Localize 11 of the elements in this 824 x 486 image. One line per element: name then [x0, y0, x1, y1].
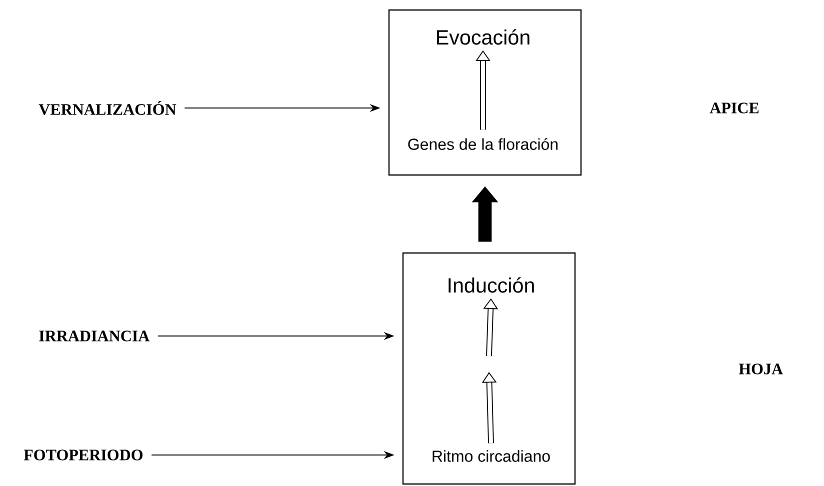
- stage-text: Ritmo circadiano: [432, 450, 550, 462]
- stage-title: Inducción: [448, 277, 534, 293]
- organ-label: HOJA: [738, 364, 783, 374]
- stage-title: Evocación: [437, 29, 530, 45]
- process-box: [388, 9, 582, 176]
- process-box: [402, 252, 576, 485]
- factor-label: IRRADIANCIA: [39, 330, 150, 342]
- factor-label: VERNALIZACIÓN: [38, 101, 176, 115]
- stage-text: Genes de la floración: [408, 138, 558, 150]
- organ-label: APICE: [710, 102, 759, 114]
- factor-label: FOTOPERIODO: [24, 450, 143, 460]
